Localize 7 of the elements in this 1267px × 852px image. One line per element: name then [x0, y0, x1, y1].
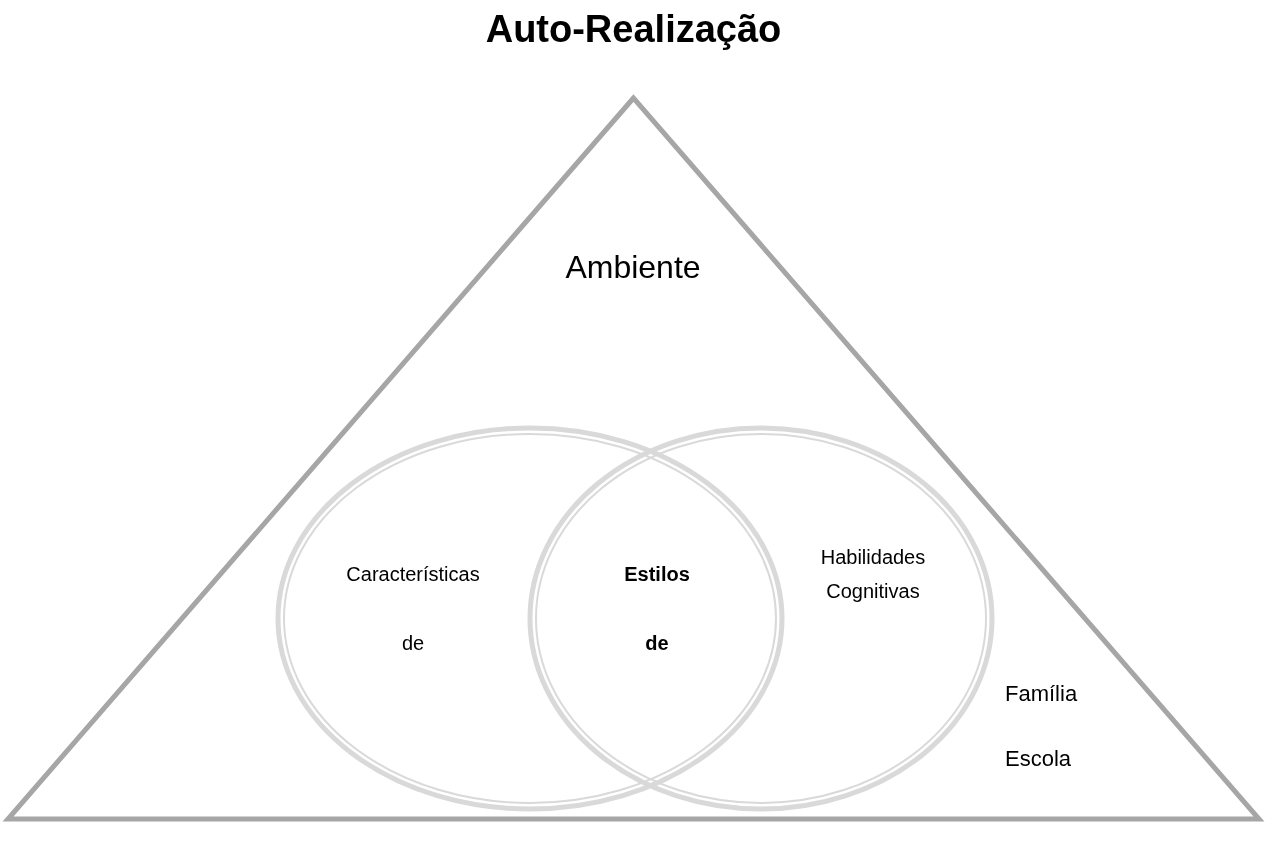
triangle-text: Escola: [1005, 745, 1072, 773]
circle-text: Características de: [345, 562, 481, 656]
title: Auto-Realização: [484, 8, 783, 51]
region-label: Estilos de: [623, 562, 691, 656]
triangle-heading: Ambiente: [565, 248, 701, 287]
triangle-text: Família: [1005, 680, 1078, 708]
circle-text: Habilidades Cognitivas: [819, 545, 927, 604]
